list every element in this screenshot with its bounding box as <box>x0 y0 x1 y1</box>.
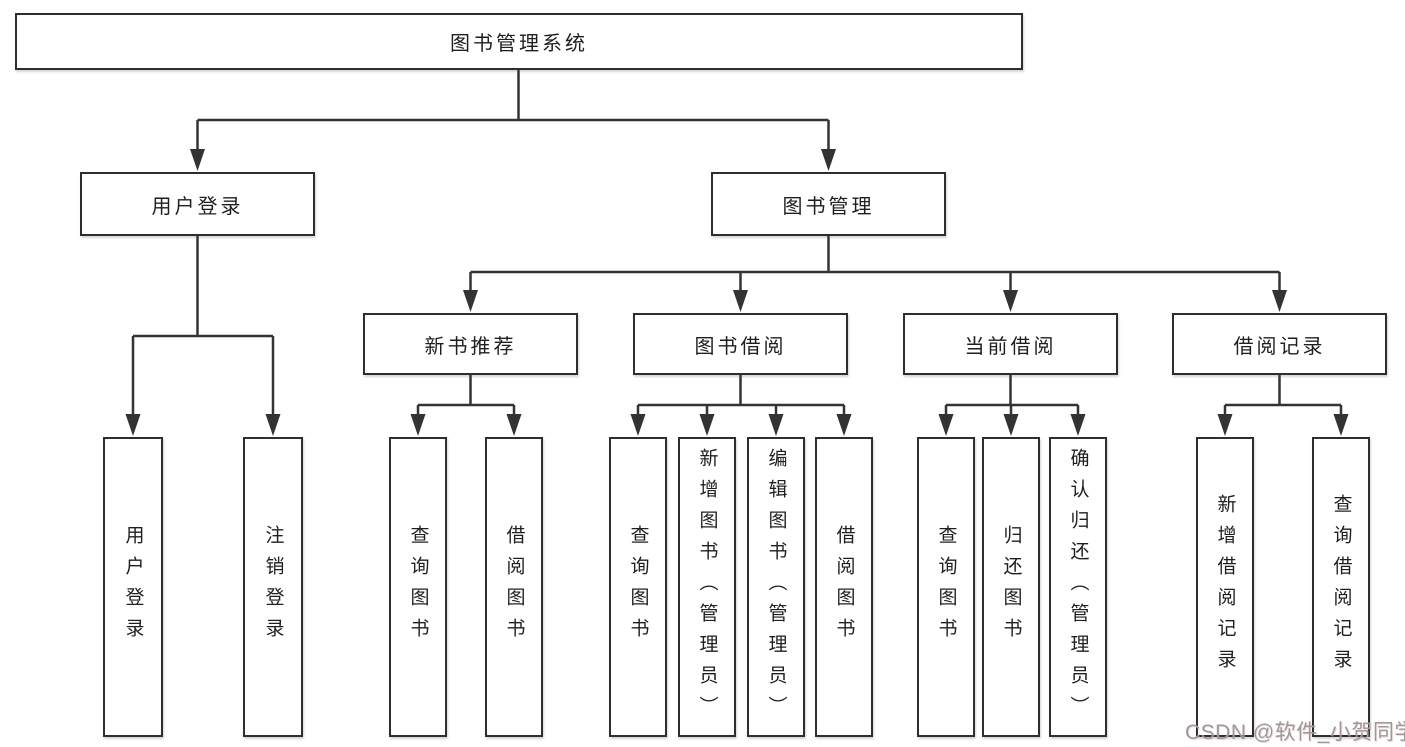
leaf-user-login: 用户登录 <box>103 437 163 737</box>
leaf-confirm-return-admin: 确认归还（管理员） <box>1049 437 1107 737</box>
node-book-borrowing: 图书借阅 <box>633 313 848 375</box>
leaf-return-books: 归还图书 <box>982 437 1040 737</box>
leaf-query-books-current: 查询图书 <box>917 437 975 737</box>
leaf-label: 查询图书 <box>935 525 957 649</box>
leaf-label: 借阅图书 <box>503 525 525 649</box>
connector-book-management <box>469 236 1281 293</box>
node-label: 图书管理系统 <box>450 33 588 55</box>
leaf-borrow-books-recommend: 借阅图书 <box>485 437 543 737</box>
leaf-label: 查询借阅记录 <box>1330 494 1352 680</box>
leaf-borrow-books: 借阅图书 <box>815 437 873 737</box>
node-book-management-system: 图书管理系统 <box>15 13 1023 70</box>
watermark: CSDN @软件_小贺同学 <box>1185 721 1405 744</box>
leaf-label: 归还图书 <box>1000 525 1022 649</box>
leaf-add-books-admin: 新增图书（管理员） <box>678 437 736 737</box>
node-current-borrowing: 当前借阅 <box>903 313 1118 375</box>
node-label: 借阅记录 <box>1233 335 1326 358</box>
connector-current-borrowing <box>944 375 1080 416</box>
node-label: 当前借阅 <box>964 335 1057 358</box>
node-new-book-recommendation: 新书推荐 <box>363 313 578 375</box>
connector-new-book <box>416 375 516 416</box>
leaf-label: 新增图书（管理员） <box>696 447 718 727</box>
leaf-label: 编辑图书（管理员） <box>765 447 787 727</box>
leaf-query-books-borrowing: 查询图书 <box>609 437 667 737</box>
leaf-label: 用户登录 <box>122 525 144 649</box>
node-book-management: 图书管理 <box>711 172 946 236</box>
node-label: 图书管理 <box>782 195 875 218</box>
leaf-logout: 注销登录 <box>243 437 303 737</box>
connector-user-login <box>131 236 275 416</box>
arrowheads <box>125 149 1349 436</box>
node-label: 新书推荐 <box>424 335 517 358</box>
leaf-label: 查询图书 <box>407 525 429 649</box>
connector-root <box>196 70 830 152</box>
leaf-add-borrow-record: 新增借阅记录 <box>1196 437 1254 737</box>
node-borrowing-records: 借阅记录 <box>1172 313 1387 375</box>
leaf-label: 查询图书 <box>627 525 649 649</box>
node-user-login: 用户登录 <box>80 172 315 236</box>
leaf-label: 注销登录 <box>262 525 284 649</box>
leaf-edit-books-admin: 编辑图书（管理员） <box>747 437 805 737</box>
leaf-label: 借阅图书 <box>833 525 855 649</box>
leaf-label: 新增借阅记录 <box>1214 494 1236 680</box>
leaf-query-borrow-record: 查询借阅记录 <box>1312 437 1370 737</box>
leaf-query-books-recommend: 查询图书 <box>389 437 447 737</box>
connector-borrowing-records <box>1223 375 1343 416</box>
node-label: 图书借阅 <box>694 335 787 358</box>
node-label: 用户登录 <box>151 195 244 218</box>
connector-book-borrowing <box>636 375 846 416</box>
leaf-label: 确认归还（管理员） <box>1067 447 1089 727</box>
